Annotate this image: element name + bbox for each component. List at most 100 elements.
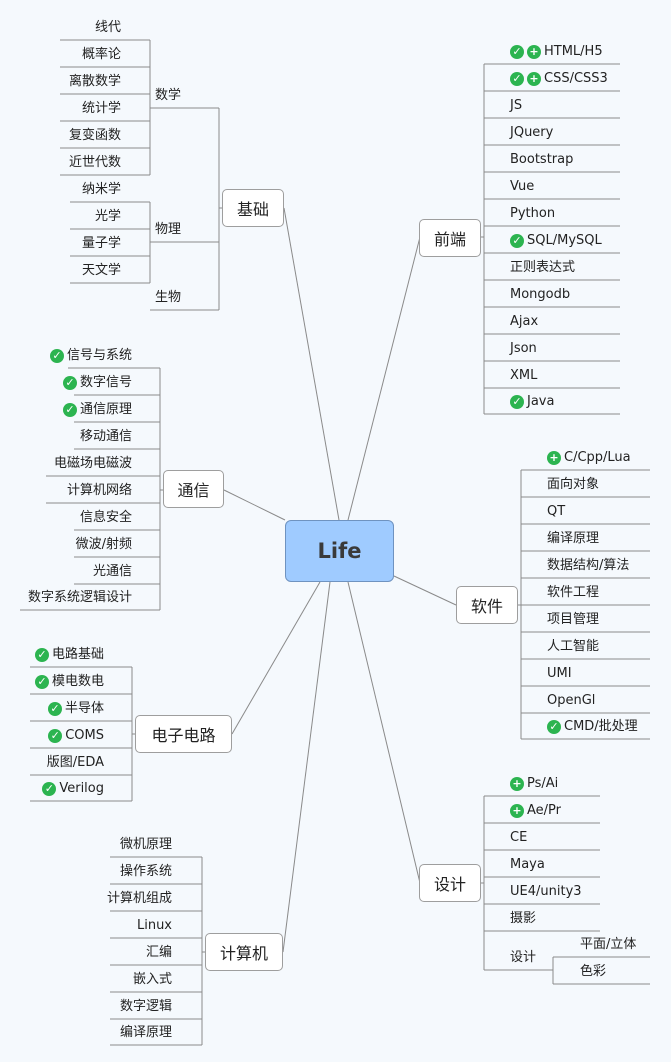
topic-label: Linux: [136, 918, 172, 933]
topic-label: CE: [510, 830, 528, 845]
topic-node[interactable]: XML: [510, 364, 630, 388]
topic-node[interactable]: 摄影: [510, 907, 620, 931]
topic-node[interactable]: JQuery: [510, 121, 630, 145]
check-icon: ✓: [547, 720, 561, 734]
topic-node[interactable]: 复变函数: [55, 124, 121, 148]
topic-node[interactable]: JS: [510, 94, 630, 118]
topic-label: 通信原理: [79, 402, 132, 417]
topic-label: 项目管理: [547, 612, 600, 627]
topic-node[interactable]: 项目管理: [547, 608, 667, 632]
topic-node[interactable]: 汇编: [100, 941, 172, 965]
branch-node[interactable]: 通信: [163, 470, 224, 508]
topic-label: UE4/unity3: [510, 884, 582, 899]
topic-node[interactable]: 数据结构/算法: [547, 554, 667, 578]
topic-label: JQuery: [510, 125, 554, 140]
topic-node[interactable]: 平面/立体: [580, 933, 650, 957]
topic-node[interactable]: 嵌入式: [100, 968, 172, 992]
root-node[interactable]: Life: [285, 520, 394, 582]
topic-node[interactable]: 光通信: [14, 560, 132, 584]
topic-node[interactable]: 天文学: [55, 259, 121, 283]
topic-node[interactable]: ✓通信原理: [14, 398, 132, 422]
plus-icon: +: [527, 72, 541, 86]
topic-node[interactable]: ✓半导体: [22, 697, 104, 721]
topic-node[interactable]: Maya: [510, 853, 620, 877]
topic-node[interactable]: Linux: [100, 914, 172, 938]
topic-node[interactable]: Bootstrap: [510, 148, 630, 172]
topic-node[interactable]: ✓+HTML/H5: [510, 40, 630, 64]
topic-node[interactable]: ✓CMD/批处理: [547, 715, 667, 739]
topic-label: 设计: [510, 950, 537, 965]
topic-node[interactable]: 计算机组成: [100, 887, 172, 911]
topic-node[interactable]: ✓信号与系统: [14, 344, 132, 368]
check-icon: ✓: [34, 675, 49, 689]
topic-node[interactable]: ✓+CSS/CSS3: [510, 67, 630, 91]
topic-node[interactable]: 人工智能: [547, 635, 667, 659]
topic-node[interactable]: 色彩: [580, 960, 650, 984]
topic-node[interactable]: +Ae/Pr: [510, 799, 620, 823]
check-icon: ✓: [42, 782, 57, 796]
topic-label: 光通信: [92, 564, 132, 579]
branch-node[interactable]: 设计: [419, 864, 481, 902]
topic-node[interactable]: 微波/射频: [14, 533, 132, 557]
topic-node[interactable]: 信息安全: [14, 506, 132, 530]
topic-node[interactable]: 光学: [55, 205, 121, 229]
topic-node[interactable]: QT: [547, 500, 667, 524]
topic-node[interactable]: ✓数字信号: [14, 371, 132, 395]
topic-node[interactable]: 软件工程: [547, 581, 667, 605]
topic-node[interactable]: OpenGl: [547, 689, 667, 713]
topic-node[interactable]: 操作系统: [100, 860, 172, 884]
topic-node[interactable]: 移动通信: [14, 425, 132, 449]
topic-node[interactable]: +Ps/Ai: [510, 772, 620, 796]
branch-node[interactable]: 电子电路: [135, 715, 232, 753]
topic-label: 数字系统逻辑设计: [27, 590, 132, 605]
topic-node[interactable]: ✓Verilog: [22, 777, 104, 801]
topic-node[interactable]: 设计: [510, 946, 554, 970]
topic-node[interactable]: Mongodb: [510, 283, 630, 307]
topic-node[interactable]: 概率论: [55, 43, 121, 67]
topic-node[interactable]: 统计学: [55, 97, 121, 121]
topic-node[interactable]: 编译原理: [100, 1021, 172, 1045]
topic-node[interactable]: 数字系统逻辑设计: [14, 586, 132, 610]
topic-node[interactable]: UE4/unity3: [510, 880, 620, 904]
topic-node[interactable]: ✓COMS: [22, 724, 104, 748]
branch-node[interactable]: 基础: [222, 189, 284, 227]
subgroup-node[interactable]: 生物: [155, 290, 182, 305]
topic-node[interactable]: 正则表达式: [510, 256, 630, 280]
topic-node[interactable]: 纳米学: [55, 178, 121, 202]
topic-node[interactable]: 离散数学: [55, 70, 121, 94]
branch-node[interactable]: 软件: [456, 586, 518, 624]
topic-node[interactable]: Json: [510, 337, 630, 361]
branch-node[interactable]: 前端: [419, 219, 481, 257]
topic-node[interactable]: 近世代数: [55, 151, 121, 175]
topic-node[interactable]: Vue: [510, 175, 630, 199]
topic-node[interactable]: UMI: [547, 662, 667, 686]
topic-node[interactable]: 量子学: [55, 232, 121, 256]
topic-label: 信息安全: [79, 510, 132, 525]
topic-node[interactable]: 版图/EDA: [22, 751, 104, 775]
topic-node[interactable]: ✓SQL/MySQL: [510, 229, 630, 253]
topic-node[interactable]: ✓模电数电: [22, 670, 104, 694]
topic-label: Verilog: [59, 781, 104, 796]
topic-node[interactable]: 计算机网络: [14, 479, 132, 503]
topic-node[interactable]: 线代: [55, 16, 121, 40]
topic-node[interactable]: Python: [510, 202, 630, 226]
topic-node[interactable]: 电磁场电磁波: [14, 452, 132, 476]
topic-label: Mongodb: [510, 287, 571, 302]
subgroup-node[interactable]: 物理: [155, 222, 182, 237]
topic-label: Python: [510, 206, 556, 221]
branch-node[interactable]: 计算机: [205, 933, 283, 971]
topic-node[interactable]: +C/Cpp/Lua: [547, 446, 667, 470]
topic-label: 计算机组成: [106, 891, 172, 906]
topic-label: JS: [510, 98, 523, 113]
topic-node[interactable]: 面向对象: [547, 473, 667, 497]
topic-node[interactable]: Ajax: [510, 310, 630, 334]
topic-node[interactable]: ✓Java: [510, 390, 630, 414]
subgroup-node[interactable]: 数学: [155, 88, 182, 103]
topic-node[interactable]: 数字逻辑: [100, 995, 172, 1019]
topic-label: 面向对象: [547, 477, 600, 492]
topic-node[interactable]: CE: [510, 826, 620, 850]
topic-label: 信号与系统: [66, 348, 132, 363]
topic-node[interactable]: 编译原理: [547, 527, 667, 551]
topic-node[interactable]: 微机原理: [100, 833, 172, 857]
topic-node[interactable]: ✓电路基础: [22, 643, 104, 667]
